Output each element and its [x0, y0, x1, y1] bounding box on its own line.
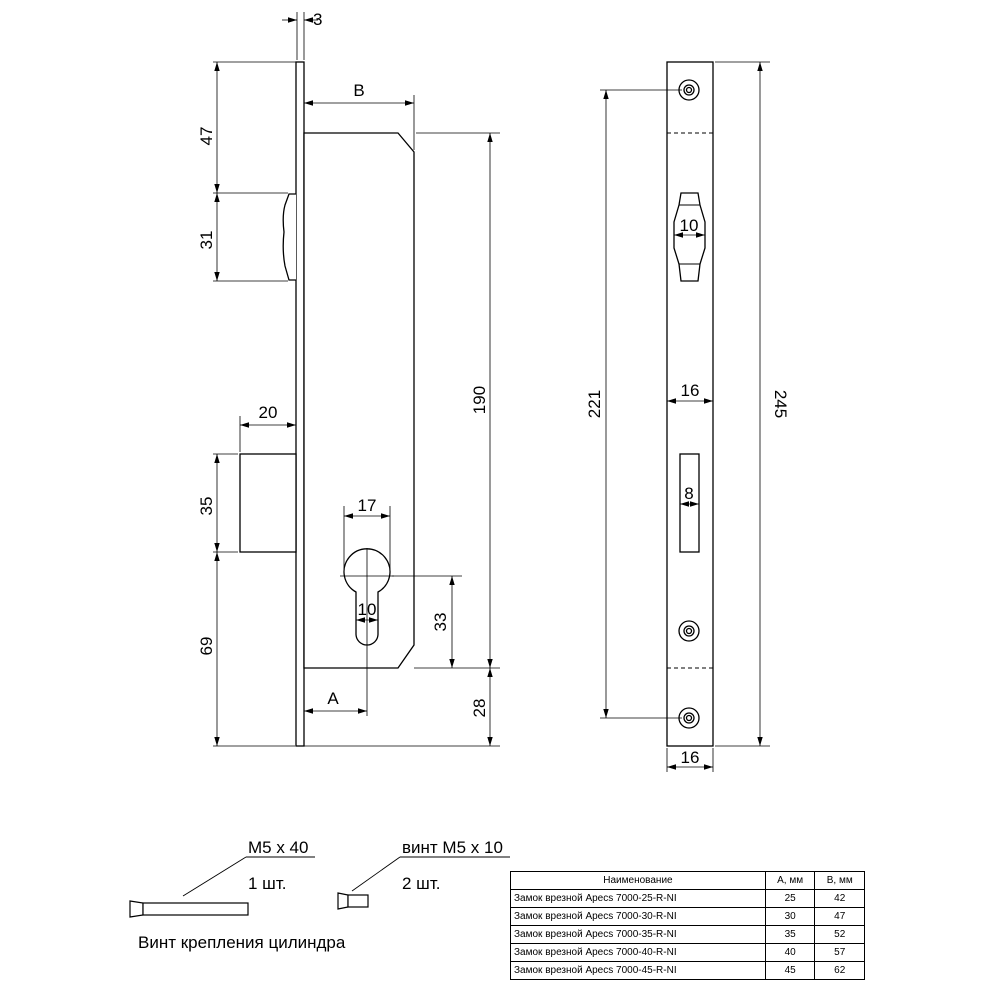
row-a: 25: [764, 889, 816, 908]
header-name: Наименование: [510, 871, 766, 890]
dim-20: 20: [259, 403, 278, 422]
row-name: Замок врезной Apecs 7000-30-R-NI: [510, 907, 766, 926]
table-header-row: Наименование A, мм B, мм: [510, 871, 865, 890]
dim-190: 190: [470, 386, 489, 414]
dim-16-mid: 16: [681, 381, 700, 400]
dim-35: 35: [197, 497, 216, 516]
screw-long-size: М5 x 40: [248, 838, 308, 857]
screw-hole-middle: [678, 620, 700, 642]
dim-a: A: [327, 689, 339, 708]
screw-long-caption: Винт крепления цилиндра: [138, 933, 346, 952]
front-view: [600, 61, 770, 772]
row-a: 30: [764, 907, 816, 926]
dim-31: 31: [197, 231, 216, 250]
dim-8: 8: [684, 484, 693, 503]
bolt-slot: [679, 453, 700, 553]
screw-short-qty: 2 шт.: [402, 874, 440, 893]
dim-69: 69: [197, 637, 216, 656]
dim-16-bottom: 16: [681, 748, 700, 767]
row-b: 47: [814, 907, 865, 926]
side-view: [213, 12, 500, 747]
dim-33: 33: [431, 613, 450, 632]
table-row: Замок врезной Apecs 7000-40-R-NI 40 57: [510, 943, 865, 962]
front-faceplate: [666, 61, 714, 747]
screw-long: [129, 856, 315, 918]
table-row: Замок врезной Apecs 7000-30-R-NI 30 47: [510, 907, 865, 926]
screw-short-size: винт М5 x 10: [402, 838, 503, 857]
row-name: Замок врезной Apecs 7000-25-R-NI: [510, 889, 766, 908]
row-a: 45: [764, 961, 816, 980]
faceplate: [295, 61, 305, 747]
table-row: Замок врезной Apecs 7000-25-R-NI 25 42: [510, 889, 865, 908]
table-row: Замок врезной Apecs 7000-35-R-NI 35 52: [510, 925, 865, 944]
dim-221: 221: [585, 390, 604, 418]
dim-3: 3: [313, 10, 322, 29]
dim-17: 17: [358, 496, 377, 515]
row-name: Замок врезной Apecs 7000-45-R-NI: [510, 961, 766, 980]
latch-bolt: [282, 193, 296, 281]
dim-47: 47: [197, 127, 216, 146]
dim-28: 28: [470, 699, 489, 718]
dead-bolt: [239, 453, 297, 553]
table-row: Замок врезной Apecs 7000-45-R-NI 45 62: [510, 961, 865, 980]
row-name: Замок врезной Apecs 7000-40-R-NI: [510, 943, 766, 962]
row-a: 35: [764, 925, 816, 944]
dim-10-cyl: 10: [358, 600, 377, 619]
row-a: 40: [764, 943, 816, 962]
row-b: 57: [814, 943, 865, 962]
dim-10-latch: 10: [680, 216, 699, 235]
header-b: B, мм: [814, 871, 865, 890]
screw-short: [337, 856, 510, 910]
lock-case: [303, 132, 415, 669]
row-b: 42: [814, 889, 865, 908]
header-a: A, мм: [764, 871, 816, 890]
screw-long-qty: 1 шт.: [248, 874, 286, 893]
row-name: Замок врезной Apecs 7000-35-R-NI: [510, 925, 766, 944]
row-b: 62: [814, 961, 865, 980]
row-b: 52: [814, 925, 865, 944]
model-table: Наименование A, мм B, мм Замок врезной A…: [510, 871, 865, 980]
dim-b: B: [353, 81, 364, 100]
dim-245: 245: [771, 390, 790, 418]
